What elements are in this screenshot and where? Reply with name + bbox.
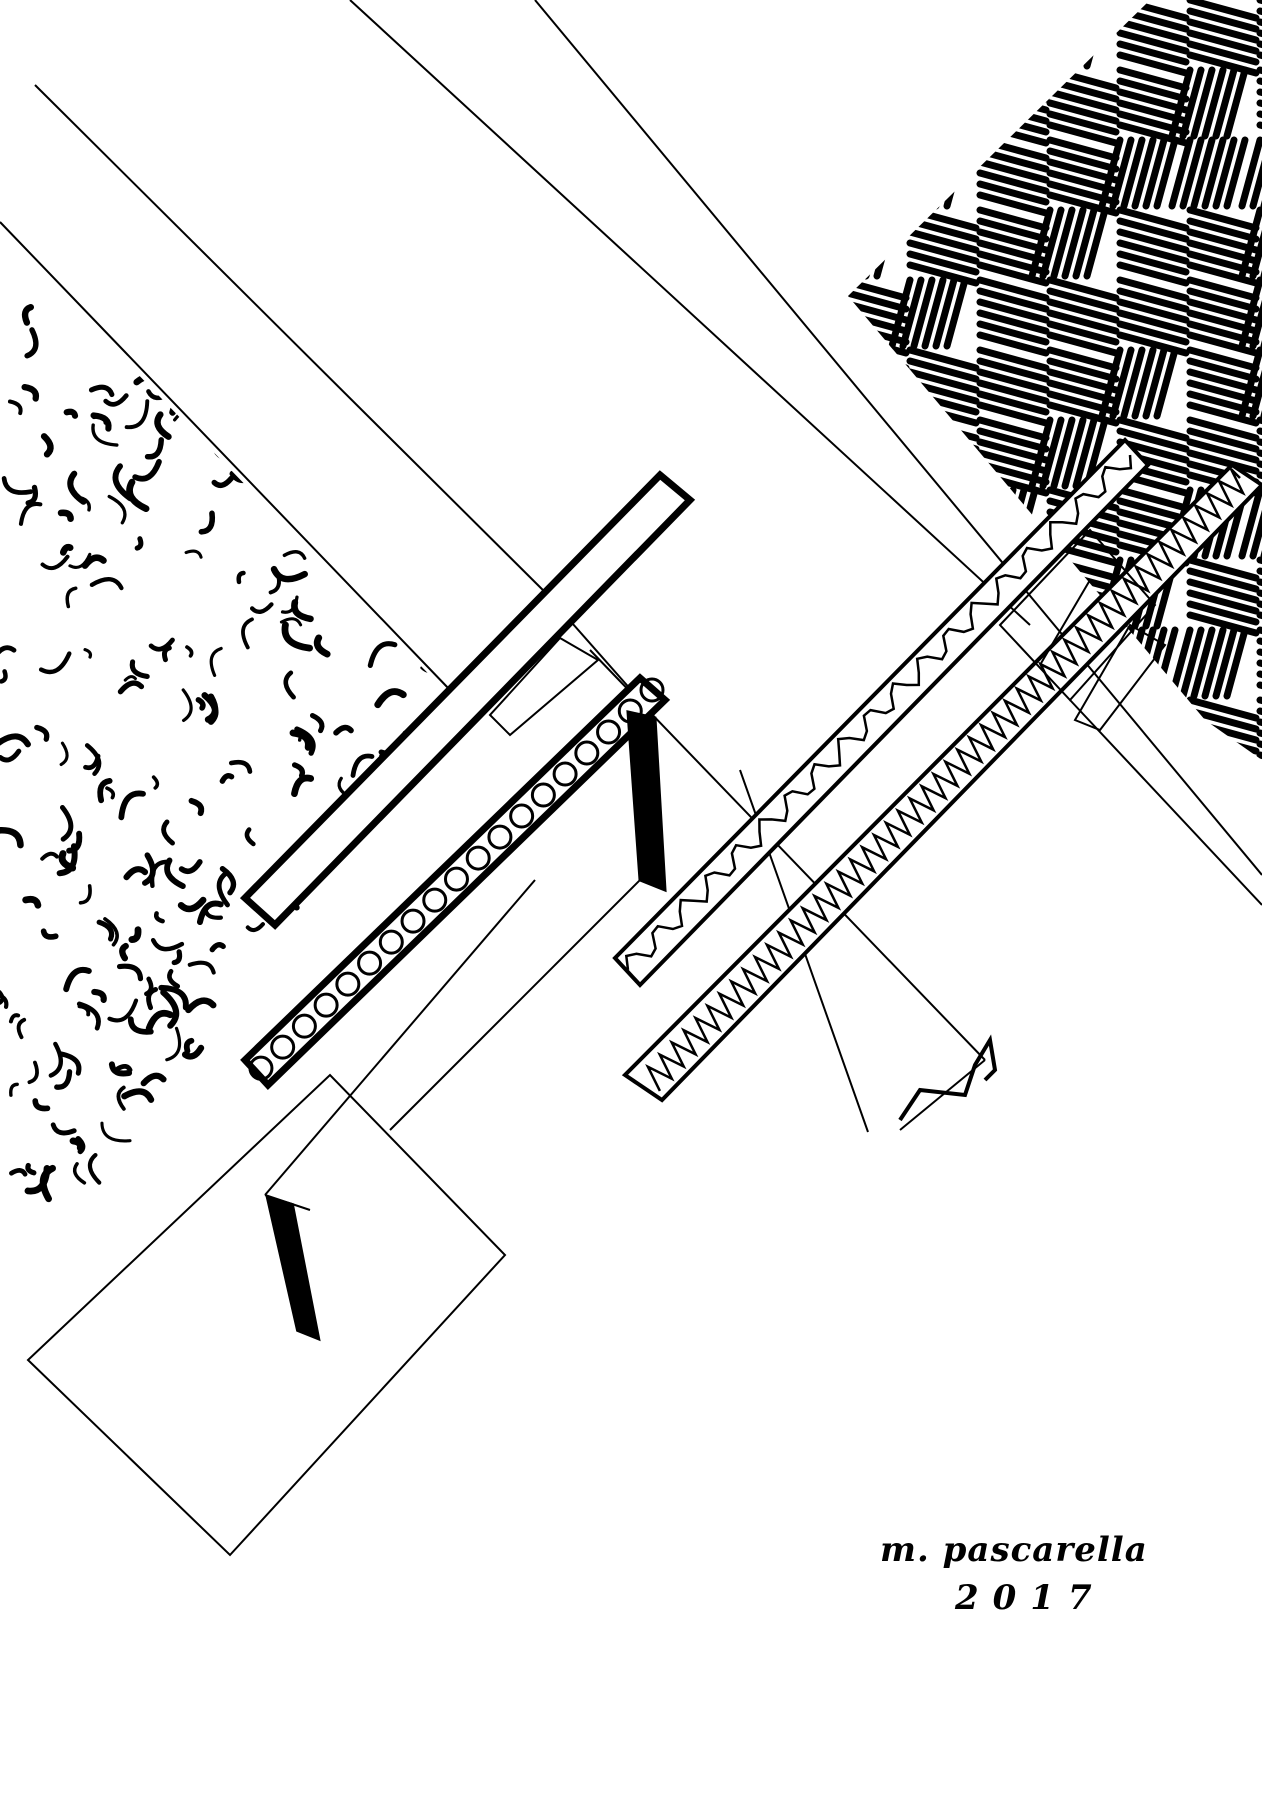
torn-edge (898, 1034, 998, 1122)
small-dark-slab (265, 1195, 321, 1342)
signature-year: 2017 (955, 1578, 1106, 1618)
small-hatched-blocks (488, 623, 1167, 737)
dark-post (626, 710, 667, 893)
circle-chain-bar (240, 673, 671, 1091)
outlined-bar (239, 470, 696, 930)
squiggle-bar (612, 437, 1151, 988)
signature-name: m. pascarella (880, 1530, 1148, 1570)
zigzag-bar (621, 462, 1262, 1103)
connector-block (998, 528, 1157, 702)
